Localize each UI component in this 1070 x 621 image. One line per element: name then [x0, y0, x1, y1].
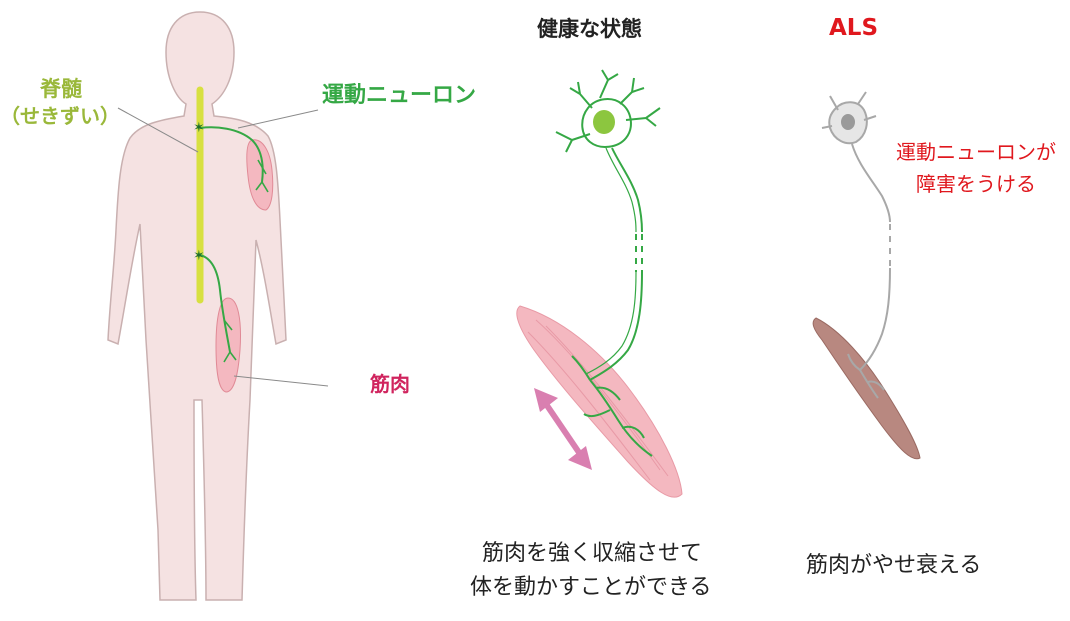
als-title: ALS	[829, 14, 878, 43]
healthy-title: 健康な状態	[537, 16, 642, 42]
muscle-label: 筋肉	[370, 372, 410, 397]
healthy-axon-inner	[586, 148, 636, 374]
healthy-caption-line2: 体を動かすことができる	[470, 574, 712, 602]
als-caption: 筋肉がやせ衰える	[806, 552, 981, 580]
human-figure: ✶ ✶	[108, 12, 328, 600]
als-axon	[852, 144, 890, 370]
als-neuron-nucleus	[841, 114, 855, 130]
healthy-neuron-nucleus	[593, 110, 615, 134]
neuron-cell-body-star: ✶	[193, 120, 205, 136]
healthy-caption-line1: 筋肉を強く収縮させて	[482, 540, 702, 568]
contraction-arrow-shaft	[546, 404, 580, 454]
motor-neuron-label: 運動ニューロン	[322, 82, 476, 110]
als-neuron-damage-label-1: 運動ニューロンが	[896, 140, 1056, 165]
spinal-cord-label: 脊髄	[40, 76, 82, 102]
als-neuron-damage-label-2: 障害をうける	[916, 172, 1036, 197]
healthy-axon-gap	[636, 234, 642, 272]
healthy-axon	[590, 148, 642, 380]
healthy-panel	[517, 70, 682, 497]
spinal-cord-reading-label: （せきずい）	[0, 104, 120, 129]
neuron-cell-body-star: ✶	[193, 248, 205, 264]
neuron-label-leader	[238, 110, 318, 128]
als-atrophied-muscle	[813, 318, 920, 459]
